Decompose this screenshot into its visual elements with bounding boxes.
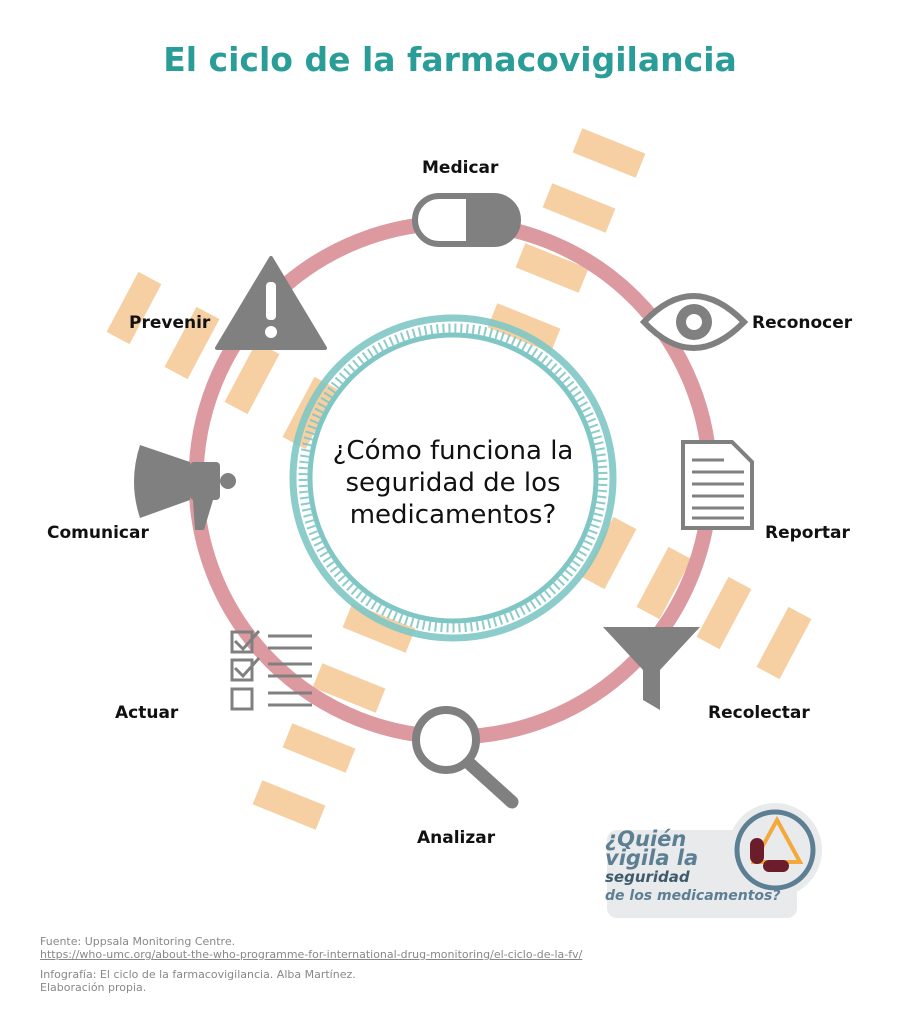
step-label-comunicar: Comunicar — [47, 523, 149, 543]
logo-line: de los medicamentos? — [605, 888, 781, 904]
page-title: El ciclo de la farmacovigilancia — [163, 40, 737, 79]
step-label-actuar: Actuar — [115, 703, 179, 723]
checklist-icon — [230, 630, 312, 711]
funnel-icon — [603, 627, 700, 710]
logo-line: ¿Quién — [605, 827, 687, 851]
credit-text-2: Elaboración propia. — [40, 981, 147, 994]
megaphone-icon — [134, 445, 236, 530]
step-label-reportar: Reportar — [765, 523, 850, 543]
source-text: Fuente: Uppsala Monitoring Centre. — [40, 935, 236, 948]
step-label-medicar: Medicar — [422, 158, 499, 178]
step-label-prevenir: Prevenir — [129, 313, 211, 333]
step-label-analizar: Analizar — [417, 828, 496, 848]
credit-text: Infografía: El ciclo de la farmacovigila… — [40, 968, 356, 981]
logo-line: seguridad — [605, 868, 690, 886]
inner-circle — [289, 314, 617, 642]
magnifier-icon — [412, 706, 519, 809]
logo-line: vigila la — [605, 846, 699, 870]
center-question: ¿Cómo funciona la seguridad de los medic… — [332, 436, 574, 530]
campaign-logo: ¿Quién vigila la seguridad de los medica… — [605, 800, 825, 920]
document-icon — [681, 440, 754, 530]
step-label-recolectar: Recolectar — [708, 703, 810, 723]
source-link[interactable]: https://who-umc.org/about-the-who-progra… — [40, 948, 583, 961]
pill-icon — [412, 193, 521, 247]
warning-icon — [215, 256, 327, 350]
step-label-reconocer: Reconocer — [752, 313, 853, 333]
eye-icon — [639, 293, 749, 351]
